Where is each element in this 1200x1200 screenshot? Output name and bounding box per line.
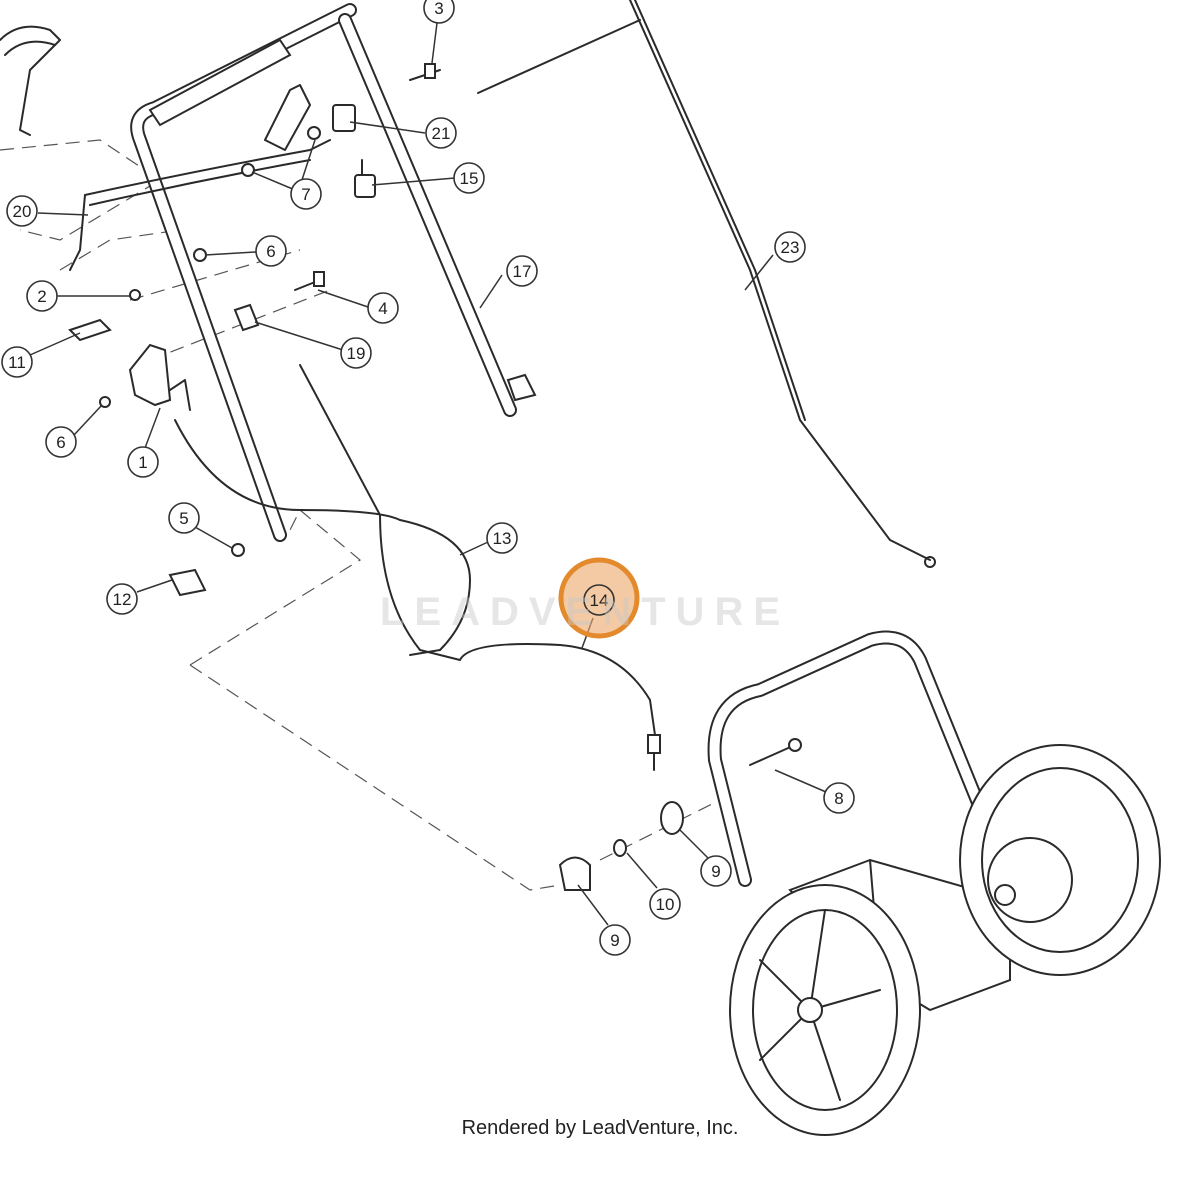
highlight-callout-14: [558, 557, 640, 639]
leader-lines: [29, 22, 827, 926]
callout-19[interactable]: 19: [340, 337, 372, 369]
callout-23-label: 23: [781, 238, 800, 257]
callout-13[interactable]: 13: [486, 522, 518, 554]
callout-10[interactable]: 10: [649, 888, 681, 920]
callout-9-left-label: 9: [610, 931, 619, 950]
upper-handle: [130, 3, 517, 542]
callout-1[interactable]: 1: [127, 446, 159, 478]
callout-21[interactable]: 21: [425, 117, 457, 149]
callout-4-label: 4: [378, 299, 387, 318]
rendered-by-caption: Rendered by LeadVenture, Inc.: [461, 1117, 739, 1139]
callout-20-label: 20: [13, 202, 32, 221]
assembly-guide-lines: [0, 139, 721, 891]
callout-15[interactable]: 15: [453, 162, 485, 194]
callout-17[interactable]: 17: [506, 255, 538, 287]
callout-3-label: 3: [434, 0, 443, 18]
callout-6-upper[interactable]: 6: [255, 235, 287, 267]
callout-8[interactable]: 8: [823, 782, 855, 814]
bail-lever: [0, 25, 331, 271]
callout-2-label: 2: [37, 287, 46, 306]
callout-10-label: 10: [656, 895, 675, 914]
watermark-text: LEADVENTURE: [379, 590, 791, 634]
callout-11-label: 11: [8, 353, 26, 372]
rear-wheel: [959, 744, 1161, 976]
control-cables: [174, 364, 661, 771]
callout-9-right-label: 9: [711, 862, 720, 881]
callout-4[interactable]: 4: [367, 292, 399, 324]
callout-6-upper-label: 6: [266, 242, 275, 261]
hardware: [68, 63, 537, 597]
control-rod: [477, 0, 936, 568]
lower-handle-frame: [707, 630, 992, 887]
callout-2[interactable]: 2: [26, 280, 58, 312]
front-wheel: [729, 884, 921, 1136]
callout-20[interactable]: 20: [6, 195, 38, 227]
callout-15-label: 15: [460, 169, 479, 188]
wheel-adjuster-parts: [558, 801, 684, 891]
callout-23[interactable]: 23: [774, 231, 806, 263]
callout-14-label: 14: [590, 591, 609, 610]
callout-6-lower-label: 6: [56, 433, 65, 452]
callout-13-label: 13: [493, 529, 512, 548]
callout-14[interactable]: 14: [583, 584, 615, 616]
callout-12[interactable]: 12: [106, 583, 138, 615]
callout-9-right[interactable]: 9: [700, 855, 732, 887]
callout-12-label: 12: [113, 590, 132, 609]
callout-6-lower[interactable]: 6: [45, 426, 77, 458]
callout-5[interactable]: 5: [168, 502, 200, 534]
callout-1-label: 1: [138, 453, 147, 472]
callout-8-label: 8: [834, 789, 843, 808]
callout-17-label: 17: [513, 262, 532, 281]
callout-7[interactable]: 7: [290, 178, 322, 210]
callout-9-left[interactable]: 9: [599, 924, 631, 956]
callout-3[interactable]: 3: [423, 0, 455, 24]
callout-5-label: 5: [179, 509, 188, 528]
callout-7-label: 7: [301, 185, 310, 204]
callout-11[interactable]: 11: [1, 346, 33, 378]
callout-19-label: 19: [347, 344, 366, 363]
callout-21-label: 21: [432, 124, 451, 143]
